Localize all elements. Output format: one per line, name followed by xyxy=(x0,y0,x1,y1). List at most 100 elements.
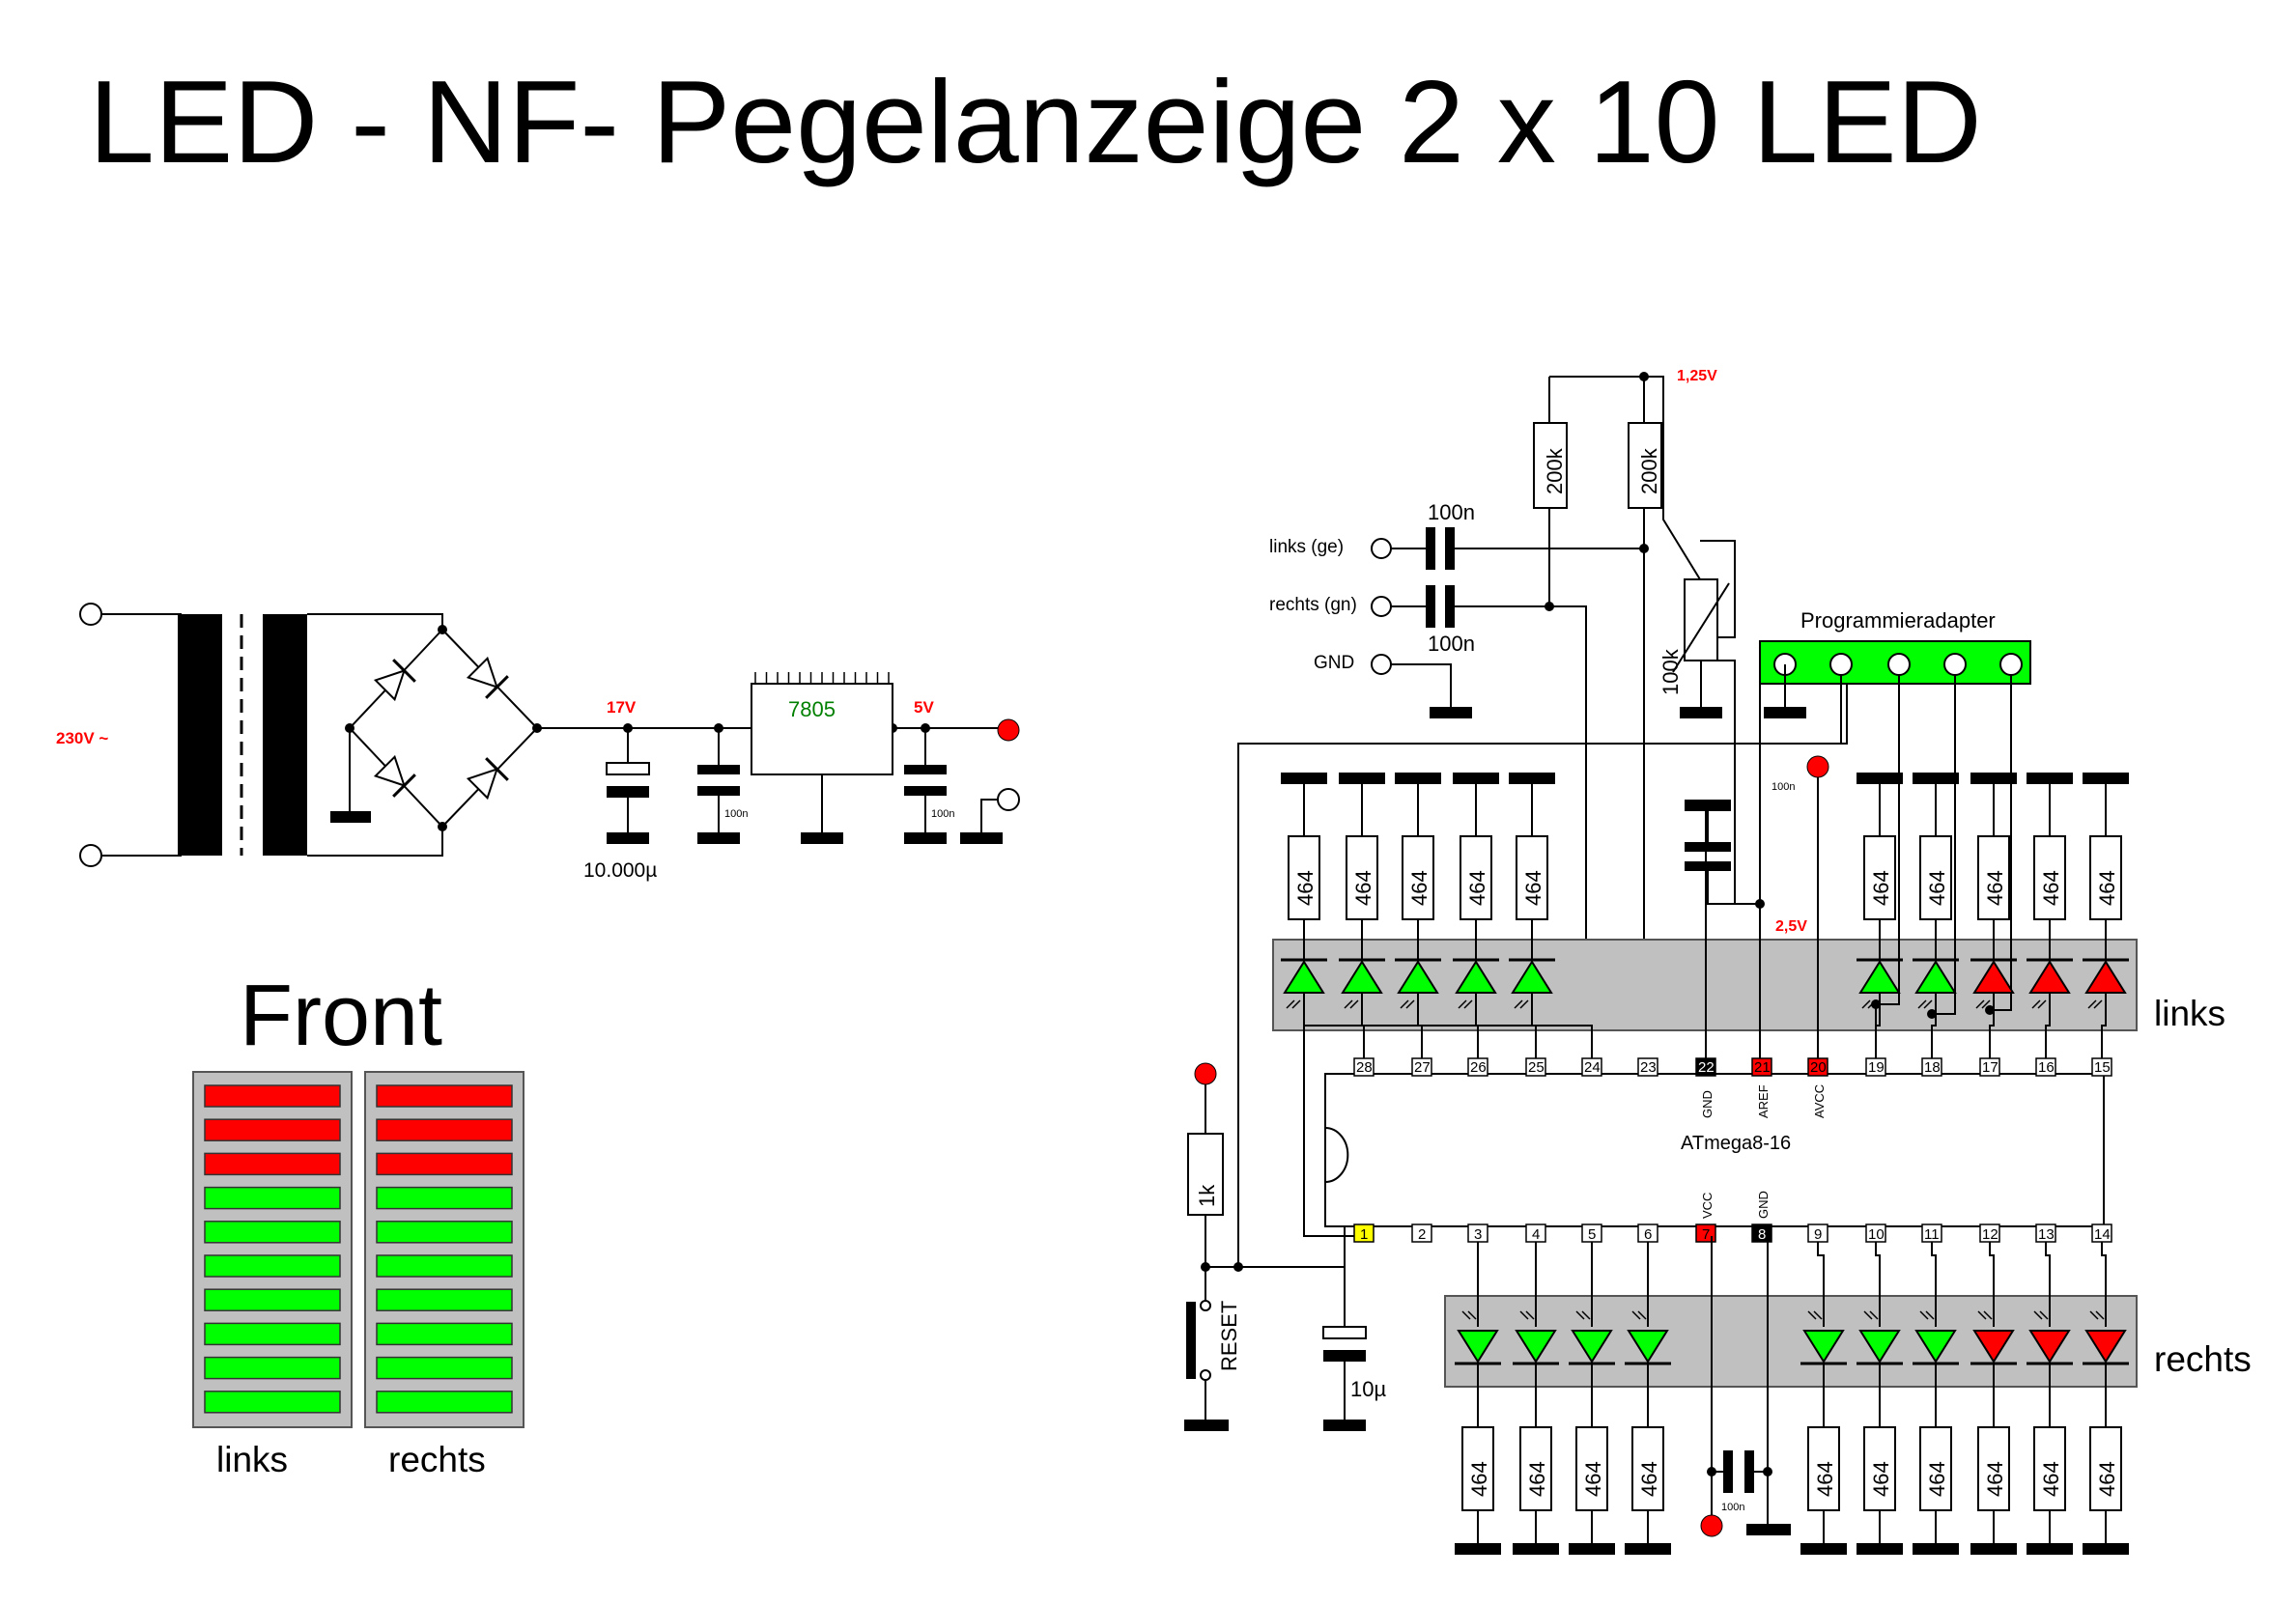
led-rechts-3 xyxy=(1571,1330,1613,1364)
led-resistor-links-6 xyxy=(1863,835,1896,920)
front-bar-rechts-6 xyxy=(376,1254,513,1278)
led-resistor-rechts-2-value: 464 xyxy=(1525,1461,1549,1497)
led-row-label-links: links xyxy=(2154,994,2225,1033)
mcu-pin-10-number: 10 xyxy=(1868,1226,1885,1243)
led-resistor-links-7-value: 464 xyxy=(1925,870,1949,906)
mcu-pin-19 xyxy=(1865,1057,1886,1077)
front-bar-links-6 xyxy=(204,1254,341,1278)
mcu-pin-20-name: AVCC xyxy=(1812,1084,1827,1118)
led-links-3 xyxy=(1397,960,1439,994)
front-bar-rechts-10 xyxy=(376,1391,513,1414)
mcu-pin-14-number: 14 xyxy=(2094,1226,2111,1243)
resistor-200k-1-label: 200k xyxy=(1543,447,1567,494)
front-bar-rechts-1 xyxy=(376,1084,513,1108)
resistor-200k-1 xyxy=(1533,422,1568,509)
regulator-7805 xyxy=(751,683,893,775)
regulator-label: 7805 xyxy=(788,697,836,721)
mcu-pin-11-number: 11 xyxy=(1924,1226,1940,1243)
mcu-pin-20-number: 20 xyxy=(1810,1059,1827,1076)
led-resistor-rechts-6-value: 464 xyxy=(1869,1461,1893,1497)
led-resistor-rechts-9-value: 464 xyxy=(2039,1461,2063,1497)
mains-terminal-bottom xyxy=(79,844,102,867)
led-resistor-links-6-value: 464 xyxy=(1869,870,1893,906)
transformer-primary xyxy=(178,614,222,856)
mcu-pin-13 xyxy=(2035,1223,2056,1243)
mcu-pin-5 xyxy=(1581,1223,1602,1243)
front-view: Front links rechts xyxy=(192,968,524,1479)
led-links-6 xyxy=(1858,960,1901,994)
reset-button[interactable] xyxy=(1186,1302,1196,1379)
bridge-diode-2 xyxy=(466,656,509,699)
input-section: links (ge) rechts (gn) GND 100n 100n xyxy=(1269,368,2031,1026)
mcu-pin-6-number: 6 xyxy=(1644,1226,1652,1243)
mcu-pin-21 xyxy=(1751,1057,1772,1077)
bridge-diode-4 xyxy=(466,757,509,801)
vcc-cap-label: 100n xyxy=(1721,1502,1744,1513)
mcu-body xyxy=(1324,1073,2105,1227)
mcu-pin-22-number: 22 xyxy=(1698,1059,1715,1076)
reset-cap-label: 10µ xyxy=(1350,1377,1386,1401)
mcu-pin-24-number: 24 xyxy=(1584,1059,1601,1076)
mcu-pin-2-number: 2 xyxy=(1418,1226,1426,1243)
mcu-pin-23-number: 23 xyxy=(1640,1059,1657,1076)
led-resistor-rechts-6 xyxy=(1863,1426,1896,1511)
front-bar-rechts-8 xyxy=(376,1322,513,1346)
led-resistor-rechts-5-value: 464 xyxy=(1813,1461,1837,1497)
mcu-pin-27 xyxy=(1411,1057,1432,1077)
led-resistor-rechts-10-value: 464 xyxy=(2095,1461,2119,1497)
mcu-pin-3-number: 3 xyxy=(1474,1226,1482,1243)
led-resistor-rechts-8 xyxy=(1977,1426,2010,1511)
mcu-pin-26-number: 26 xyxy=(1470,1059,1487,1076)
led-resistor-links-9 xyxy=(2033,835,2066,920)
led-resistor-rechts-3 xyxy=(1575,1426,1608,1511)
front-bar-links-4 xyxy=(204,1186,341,1210)
mcu-pin-4-number: 4 xyxy=(1532,1226,1540,1243)
led-resistor-links-8 xyxy=(1977,835,2010,920)
mcu-pin-21-name: AREF xyxy=(1756,1084,1771,1118)
mcu-pin-3 xyxy=(1467,1223,1488,1243)
mcu-pin-24 xyxy=(1581,1057,1602,1077)
mains-terminal-top xyxy=(79,603,102,626)
led-resistor-rechts-8-value: 464 xyxy=(1983,1461,2007,1497)
main-cap-label: 10.000µ xyxy=(583,859,657,882)
mcu-pin-5-number: 5 xyxy=(1588,1226,1596,1243)
front-bar-rechts-2 xyxy=(376,1118,513,1141)
led-rechts-2 xyxy=(1515,1330,1557,1364)
mcu-pin-21-number: 21 xyxy=(1754,1059,1771,1076)
led-resistor-rechts-7 xyxy=(1919,1426,1952,1511)
front-bar-rechts-9 xyxy=(376,1356,513,1380)
led-links-8 xyxy=(1972,960,2015,994)
led-rechts-4 xyxy=(1627,1330,1669,1364)
mcu-pin-13-number: 13 xyxy=(2038,1226,2055,1243)
input-left-terminal xyxy=(1371,538,1392,559)
mains-voltage-label: 230V ~ xyxy=(56,729,108,747)
led-links-1 xyxy=(1283,960,1325,994)
led-links-4 xyxy=(1455,960,1497,994)
mcu-pin-15 xyxy=(2091,1057,2112,1077)
mcu-pin-9-number: 9 xyxy=(1814,1226,1822,1243)
vcc-supply-dot xyxy=(1700,1514,1723,1537)
mcu-pin-17-number: 17 xyxy=(1982,1059,1998,1076)
front-bar-links-7 xyxy=(204,1288,341,1311)
mcu-pin-1 xyxy=(1353,1223,1375,1243)
led-resistor-links-3-value: 464 xyxy=(1407,870,1431,906)
bridge-rectifier xyxy=(345,625,542,831)
front-label-right: rechts xyxy=(388,1440,486,1479)
input-right-label: rechts (gn) xyxy=(1269,595,1357,615)
mcu-pin-28-number: 28 xyxy=(1356,1059,1373,1076)
led-rechts-5 xyxy=(1802,1330,1845,1364)
led-links-5 xyxy=(1511,960,1553,994)
output-terminal-gnd xyxy=(997,788,1020,811)
programmer-pin-2 xyxy=(1829,653,1853,676)
led-resistor-links-8-value: 464 xyxy=(1983,870,2007,906)
vref-2-5v-label: 2,5V xyxy=(1775,918,1807,935)
led-resistor-rechts-5 xyxy=(1807,1426,1840,1511)
reset-label: RESET xyxy=(1217,1301,1241,1371)
front-bar-rechts-7 xyxy=(376,1288,513,1311)
led-links-2 xyxy=(1341,960,1383,994)
page-title: LED - NF- Pegelanzeige 2 x 10 LED xyxy=(89,56,1982,187)
mcu-pin-8-name: GND xyxy=(1756,1191,1771,1219)
bridge-diode-1 xyxy=(373,659,416,702)
voltage-17v-label: 17V xyxy=(607,698,637,717)
led-links-10 xyxy=(2084,960,2127,994)
